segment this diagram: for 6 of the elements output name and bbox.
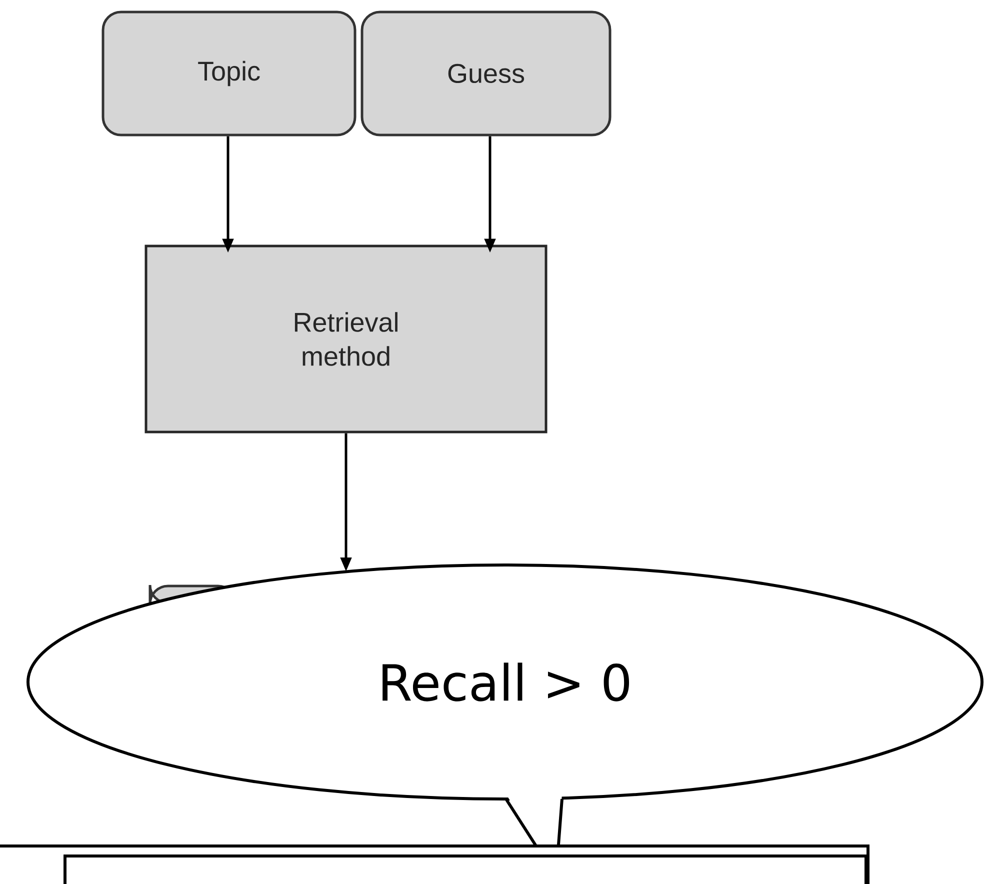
process-box: Guess: [360, 10, 612, 136]
frame-box: [64, 854, 868, 884]
process-box: Topic: [102, 10, 356, 136]
node-label: Recall > 0: [382, 662, 630, 702]
process-box: Retrieval method: [144, 244, 548, 434]
callout-tooltip: Recall > 0: [26, 564, 984, 882]
